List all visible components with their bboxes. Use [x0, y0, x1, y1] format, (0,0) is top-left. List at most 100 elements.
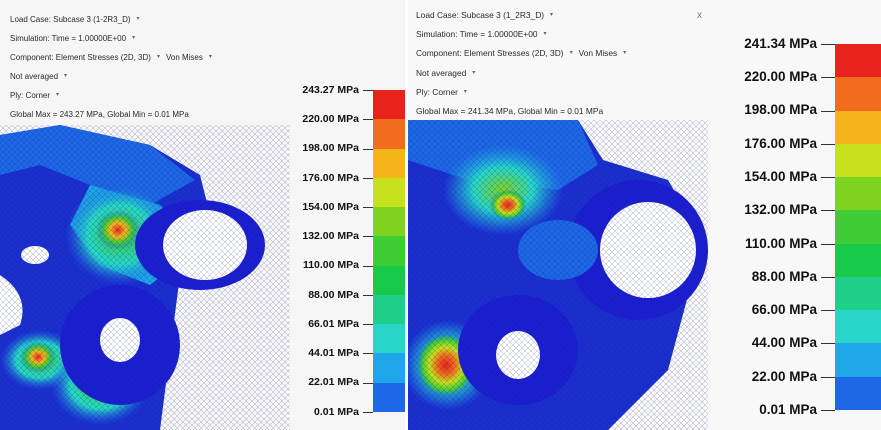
left-simulation-selector[interactable]: Simulation: Time = 1.00000E+00▾: [10, 29, 212, 48]
chevron-down-icon[interactable]: ▾: [208, 54, 212, 60]
right-global-minmax: Global Max = 241.34 MPa, Global Min = 0.…: [416, 106, 604, 117]
chevron-down-icon[interactable]: ▾: [472, 69, 476, 76]
legend-label: 154.00 MPa: [744, 168, 817, 184]
chevron-down-icon[interactable]: ▾: [136, 16, 140, 22]
legend-color-band: [373, 119, 405, 150]
legend-label: 88.00 MPa: [308, 288, 359, 301]
legend-color-band: [373, 90, 405, 120]
legend-color-band: [373, 148, 405, 179]
left-ply-selector[interactable]: Ply: Corner ▾: [10, 86, 212, 105]
legend-color-band: [835, 243, 881, 278]
legend-color-band: [835, 77, 881, 112]
chevron-down-icon[interactable]: ▾: [156, 54, 160, 60]
right-component-label: Component: Element Stresses (2D, 3D): [416, 48, 564, 59]
legend-color-band: [373, 353, 405, 384]
chevron-down-icon[interactable]: ▾: [56, 92, 60, 98]
legend-label: 110.00 MPa: [744, 235, 817, 251]
legend-tick: [363, 90, 373, 91]
right-component-type[interactable]: Von Mises: [578, 48, 618, 59]
chevron-down-icon[interactable]: ▾: [64, 73, 68, 79]
legend-color-band: [373, 382, 405, 413]
chevron-down-icon[interactable]: ▾: [623, 50, 627, 57]
chevron-down-icon[interactable]: ▾: [132, 35, 136, 41]
legend-label: 0.01 MPa: [314, 405, 359, 418]
left-global-minmax: Global Max = 243.27 MPa, Global Min = 0.…: [10, 110, 189, 119]
legend-color-band: [835, 143, 881, 178]
legend-color-band: [835, 110, 881, 145]
legend-label: 243.27 MPa: [302, 83, 359, 96]
left-stress-contour-model[interactable]: [0, 125, 290, 430]
legend-color-band: [373, 236, 405, 267]
chevron-down-icon[interactable]: ▾: [543, 31, 547, 38]
legend-tick: [821, 310, 835, 312]
chevron-down-icon[interactable]: ▾: [569, 50, 573, 57]
right-load-case-label: Load Case: Subcase 3 (1_2R3_D): [416, 10, 545, 20]
chevron-down-icon[interactable]: ▾: [463, 88, 467, 95]
legend-label: 66.00 MPa: [751, 302, 817, 318]
legend-label: 198.00 MPa: [302, 142, 359, 155]
legend-label: 132.00 MPa: [744, 202, 817, 218]
legend-color-band: [373, 207, 405, 237]
legend-tick: [363, 236, 373, 238]
legend-tick: [821, 376, 835, 378]
legend-tick: [821, 77, 835, 79]
legend-tick: [363, 412, 373, 413]
right-averaging-selector[interactable]: Not averaged▾: [416, 64, 626, 83]
legend-tick: [821, 410, 835, 411]
legend-color-band: [835, 310, 881, 344]
legend-label: 241.34 MPa: [744, 35, 817, 51]
right-simulation-label: Simulation: Time = 1.00000E+00: [416, 29, 538, 40]
legend-tick: [821, 210, 835, 212]
legend-tick: [821, 110, 835, 112]
legend-label: 220.00 MPa: [744, 69, 817, 85]
legend-color-band: [835, 343, 881, 378]
left-component-label: Component: Element Stresses (2D, 3D): [10, 53, 151, 62]
legend-tick: [821, 276, 835, 278]
legend-label: 88.00 MPa: [751, 268, 817, 284]
legend-tick: [363, 148, 373, 150]
legend-label: 22.00 MPa: [751, 368, 817, 384]
left-ply-label: Ply: Corner: [10, 91, 51, 100]
legend-tick: [363, 382, 373, 384]
right-load-case-selector[interactable]: Load Case: Subcase 3 (1_2R3_D) ▾: [416, 6, 626, 25]
right-viewport[interactable]: Load Case: Subcase 3 (1_2R3_D) ▾ Simulati…: [408, 0, 881, 430]
close-icon[interactable]: x: [697, 10, 702, 21]
left-info-block: Load Case: Subcase 3 (1-2R3_D) ▾ Simulati…: [10, 10, 212, 124]
left-averaging-selector[interactable]: Not averaged ▾: [10, 67, 212, 86]
legend-color-band: [835, 376, 881, 411]
legend-tick: [363, 119, 373, 121]
right-ply-selector[interactable]: Ply: Corner ▾: [416, 83, 626, 102]
left-component-selector[interactable]: Component: Element Stresses (2D, 3D) ▾ Von…: [10, 48, 212, 67]
legend-tick: [821, 44, 835, 45]
legend-tick: [363, 324, 373, 326]
left-load-case-selector[interactable]: Load Case: Subcase 3 (1-2R3_D) ▾: [10, 10, 212, 29]
legend-tick: [363, 265, 373, 267]
chevron-down-icon[interactable]: ▾: [550, 12, 554, 18]
legend-color-band: [373, 324, 405, 354]
left-averaging-label: Not averaged: [10, 72, 59, 81]
right-simulation-selector[interactable]: Simulation: Time = 1.00000E+00 ▾: [416, 25, 626, 44]
legend-label: 22.01 MPa: [308, 376, 359, 389]
legend-label: 198.00 MPa: [744, 102, 817, 118]
viewport-divider: [405, 0, 408, 430]
right-ply-label: Ply: Corner: [416, 86, 458, 97]
legend-color-band: [373, 265, 405, 296]
legend-color-band: [835, 276, 881, 311]
legend-tick: [363, 207, 373, 209]
legend-color-band: [835, 177, 881, 211]
left-load-case-label: Load Case: Subcase 3 (1-2R3_D): [10, 15, 131, 24]
legend-color-band: [373, 177, 405, 208]
legend-tick: [821, 343, 835, 345]
legend-label: 44.00 MPa: [751, 335, 817, 351]
legend-color-band: [373, 294, 405, 325]
legend-color-band: [835, 44, 881, 78]
legend-label: 220.00 MPa: [302, 112, 359, 125]
legend-label: 176.00 MPa: [302, 171, 359, 184]
left-component-type[interactable]: Von Mises: [165, 53, 203, 62]
right-component-selector[interactable]: Component: Element Stresses (2D, 3D) ▾ Von…: [416, 44, 626, 63]
legend-tick: [363, 177, 373, 179]
legend-tick: [363, 294, 373, 296]
right-stress-contour-model[interactable]: [408, 120, 708, 430]
left-viewport[interactable]: Load Case: Subcase 3 (1-2R3_D) ▾ Simulati…: [0, 0, 405, 430]
right-info-block: Load Case: Subcase 3 (1_2R3_D) ▾ Simulati…: [416, 6, 626, 121]
